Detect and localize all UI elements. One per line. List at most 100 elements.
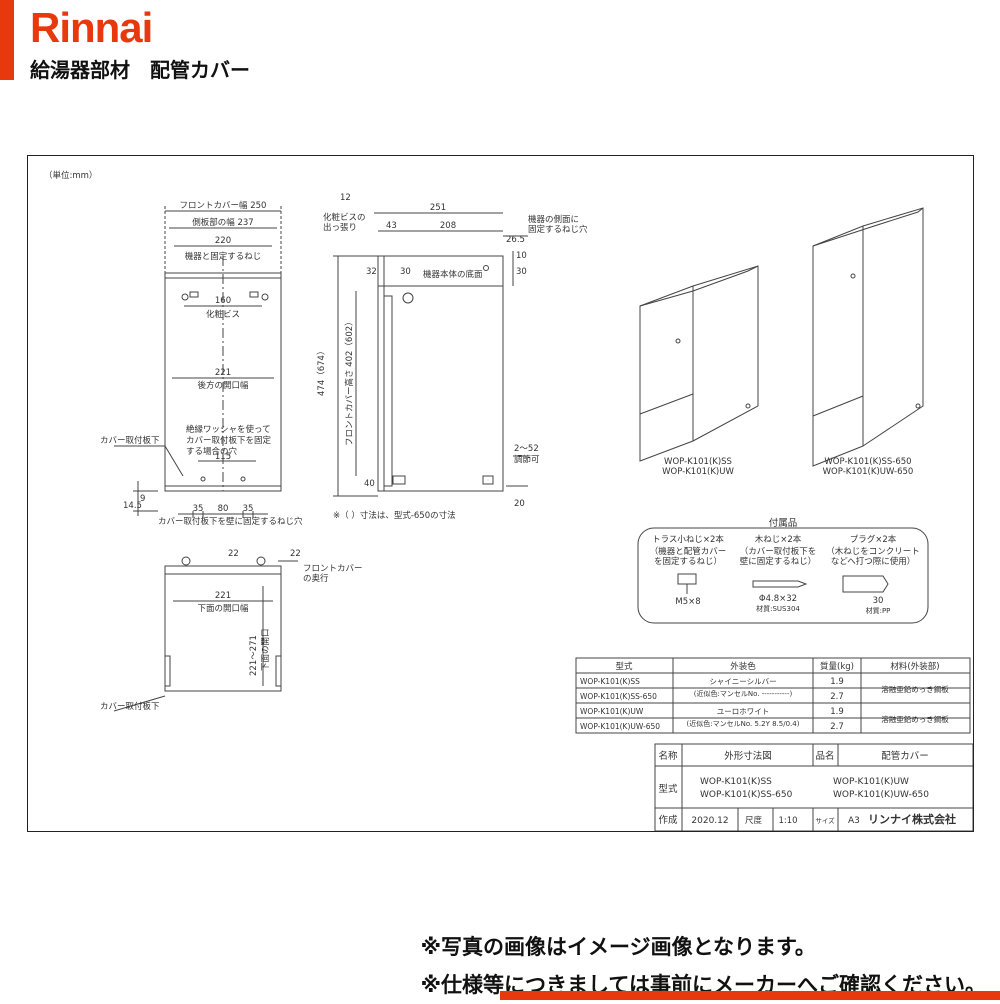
side-width-label: 側板部の幅 237	[192, 217, 253, 228]
product-left-1: WOP-K101(K)SS	[664, 457, 732, 467]
table-row-4-mass: 2.7	[830, 722, 844, 732]
title-block	[654, 743, 973, 831]
acc-1-spec: M5×8	[675, 597, 700, 607]
table-material-1: 溶融亜鉛めっき鋼板	[881, 684, 949, 694]
acc-1-name: トラス小ねじ×2本	[652, 534, 724, 545]
acc-3-spec: 30	[873, 596, 884, 606]
dim-208: 208	[440, 221, 456, 231]
bottom-opening-depth: 下面の開口	[261, 628, 271, 671]
table-row-1-model: WOP-K101(K)SS	[580, 677, 640, 686]
page-subtitle: 給湯器部材 配管カバー	[30, 58, 250, 82]
dim-35-left: 35	[193, 504, 204, 514]
cover-height-label: フロントカバー高さ 402（602）	[344, 317, 355, 446]
acc-2-material: 材質:SUS304	[756, 604, 800, 613]
dim-9: 9	[140, 494, 145, 504]
finish-screw-1: 化粧ビスの	[323, 212, 366, 223]
tb-model-3: WOP-K101(K)SS-650	[700, 790, 793, 800]
dim-221: 221	[215, 368, 231, 378]
tb-company: リンナイ株式会社	[868, 812, 956, 826]
spec-table	[575, 657, 971, 734]
fix-screw-label: 機器と固定するねじ	[185, 251, 262, 262]
tb-made-label: 作成	[658, 814, 678, 826]
dim-220: 220	[215, 236, 231, 246]
washer-note-3: する場合の穴	[186, 446, 238, 457]
dim-12: 12	[340, 193, 351, 203]
finish-screw-label: 化粧ビス	[206, 309, 240, 320]
dim-32: 32	[366, 267, 377, 277]
tb-size-label: サイズ	[815, 816, 835, 825]
rear-opening-label: 後方の開口幅	[197, 380, 249, 391]
washer-note-2: カバー取付板下を固定	[186, 435, 272, 446]
acc-3-material: 材質:PP	[866, 606, 891, 615]
acc-2-desc-1: （カバー取付板下を	[740, 546, 817, 557]
adjust-range: 2〜52	[514, 444, 539, 454]
bottom-dim-range: 221〜271	[249, 635, 259, 676]
product-large-front-panel	[812, 225, 864, 467]
tb-item-value: 配管カバー	[881, 750, 929, 762]
side-view-outline	[377, 255, 504, 492]
table-color-2a: ユーロホワイト	[717, 707, 770, 716]
tb-name-value: 外形寸法図	[724, 750, 772, 762]
table-row-3-mass: 1.9	[830, 707, 844, 717]
acc-2-desc-2: 壁に固定するねじ）	[740, 556, 817, 567]
acc-1-desc-2: を固定するねじ）	[654, 556, 722, 567]
bottom-opening-width: 下面の開口幅	[197, 603, 249, 614]
acc-3-desc-2: などへ打つ際に使用）	[831, 556, 916, 567]
product-right-1: WOP-K101(K)SS-650	[824, 457, 911, 467]
table-row-1-mass: 1.9	[830, 677, 844, 687]
product-left-2: WOP-K101(K)UW	[662, 467, 734, 477]
bottom-view-outline	[164, 565, 282, 692]
front-depth-1: フロントカバー	[303, 564, 363, 574]
table-row-2-mass: 2.7	[830, 692, 844, 702]
acc-1-desc-1: （機器と配管カバー	[650, 546, 727, 557]
dim-22-a: 22	[228, 549, 239, 559]
note-line-1: ※写真の画像はイメージ画像となります。	[420, 935, 816, 959]
side-screw-2: 固定するねじ穴	[528, 224, 588, 235]
drawing-canvas: （単位:mm） フロントカバー幅 250 側板部の幅 237 220 機器と固定…	[44, 170, 973, 831]
dim-251: 251	[430, 203, 446, 213]
tb-model-4: WOP-K101(K)UW-650	[833, 790, 929, 800]
dim-20: 20	[514, 499, 525, 509]
table-color-2b: (近似色:マンセルNo. 5.2Y 8.5/0.4)	[687, 719, 800, 728]
bottom-dim-221: 221	[215, 591, 231, 601]
table-row-2-model: WOP-K101(K)SS-650	[580, 692, 657, 701]
accessories-box	[637, 527, 929, 624]
dim-14-5: 14.5	[123, 501, 142, 511]
bracket-label-bottom: カバー取付板下	[100, 701, 160, 712]
tb-model-2: WOP-K101(K)UW	[833, 777, 909, 787]
rinnai-logo: Rinnai	[30, 4, 153, 51]
product-small-front-panel	[639, 285, 694, 462]
table-row-4-model: WOP-K101(K)UW-650	[580, 722, 660, 731]
bracket-label-front: カバー取付板下	[100, 435, 160, 446]
tb-scale-label: 尺度	[745, 815, 763, 826]
table-header-material: 材料(外装部)	[890, 661, 939, 672]
dim-22-b: 22	[290, 549, 301, 559]
unit-label: （単位:mm）	[44, 170, 97, 181]
tb-name-label: 名称	[658, 750, 678, 762]
footer-accent-line	[500, 991, 1000, 1000]
table-material-2: 溶融亜鉛めっき鋼板	[881, 714, 949, 724]
front-depth-2: の奥行	[303, 573, 329, 584]
acc-3-desc-1: （木ねじをコンクリート	[826, 546, 920, 557]
tb-date: 2020.12	[691, 816, 728, 826]
paren-note: ※（ ）寸法は、型式-650の寸法	[333, 510, 456, 521]
dimension-drawing-sheet: （単位:mm） フロントカバー幅 250 側板部の幅 237 220 機器と固定…	[27, 155, 974, 832]
table-color-1b: (近似色:マンセルNo. -----------)	[694, 689, 793, 698]
dim-10: 10	[516, 251, 527, 261]
acc-3-name: プラグ×2本	[850, 534, 897, 545]
tb-scale: 1:10	[778, 816, 797, 826]
tb-model-1: WOP-K101(K)SS	[700, 777, 772, 787]
washer-note-1: 絶縁ワッシャを使って	[186, 424, 271, 435]
table-header-model: 型式	[615, 661, 633, 672]
body-bottom-label: 機器本体の底面	[423, 269, 483, 280]
dim-80: 80	[218, 504, 229, 514]
table-header-mass: 質量(kg)	[820, 661, 854, 672]
tb-model-label: 型式	[658, 783, 678, 795]
dim-474: 474（674）	[316, 347, 327, 396]
wall-screw-label: カバー取付板下を壁に固定するねじ穴	[158, 516, 303, 527]
side-screw-1: 機器の側面に	[528, 214, 579, 225]
tb-size: A3	[848, 816, 860, 826]
acc-2-name: 木ねじ×2本	[755, 534, 802, 545]
accessories-title: 付属品	[769, 518, 798, 529]
dim-160: 160	[215, 296, 231, 306]
